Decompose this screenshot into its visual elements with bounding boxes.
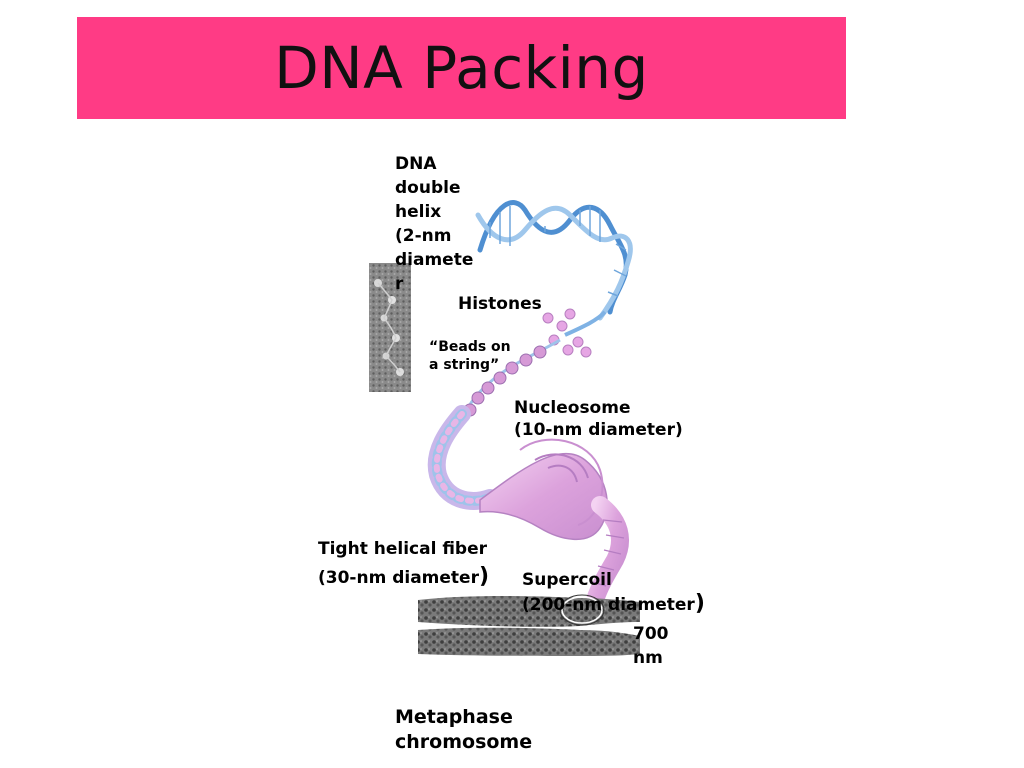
- label-beads-on-string: “Beads on a string”: [429, 339, 511, 373]
- label-supercoil: Supercoil (200-nm diameter): [522, 570, 705, 616]
- supercoil: [479, 438, 629, 609]
- label-metaphase-chromosome: Metaphase chromosome: [395, 706, 533, 753]
- metaphase-chromosome-image: [418, 594, 640, 656]
- tight-helical-fiber: [427, 405, 499, 510]
- micrograph-image: [369, 263, 411, 392]
- label-scale-700nm: 700 nm: [633, 624, 669, 668]
- slide-title: DNA Packing: [274, 34, 649, 102]
- label-histones: Histones: [458, 294, 542, 314]
- label-nucleosome: Nucleosome (10-nm diameter): [514, 398, 683, 440]
- label-tight-helical-fiber: Tight helical fiber (30-nm diameter): [318, 539, 490, 589]
- label-dna-double-helix: DNA double helix (2-nm diamete r: [395, 154, 474, 294]
- dna-double-helix: [475, 200, 633, 337]
- title-bar: DNA Packing: [77, 17, 846, 119]
